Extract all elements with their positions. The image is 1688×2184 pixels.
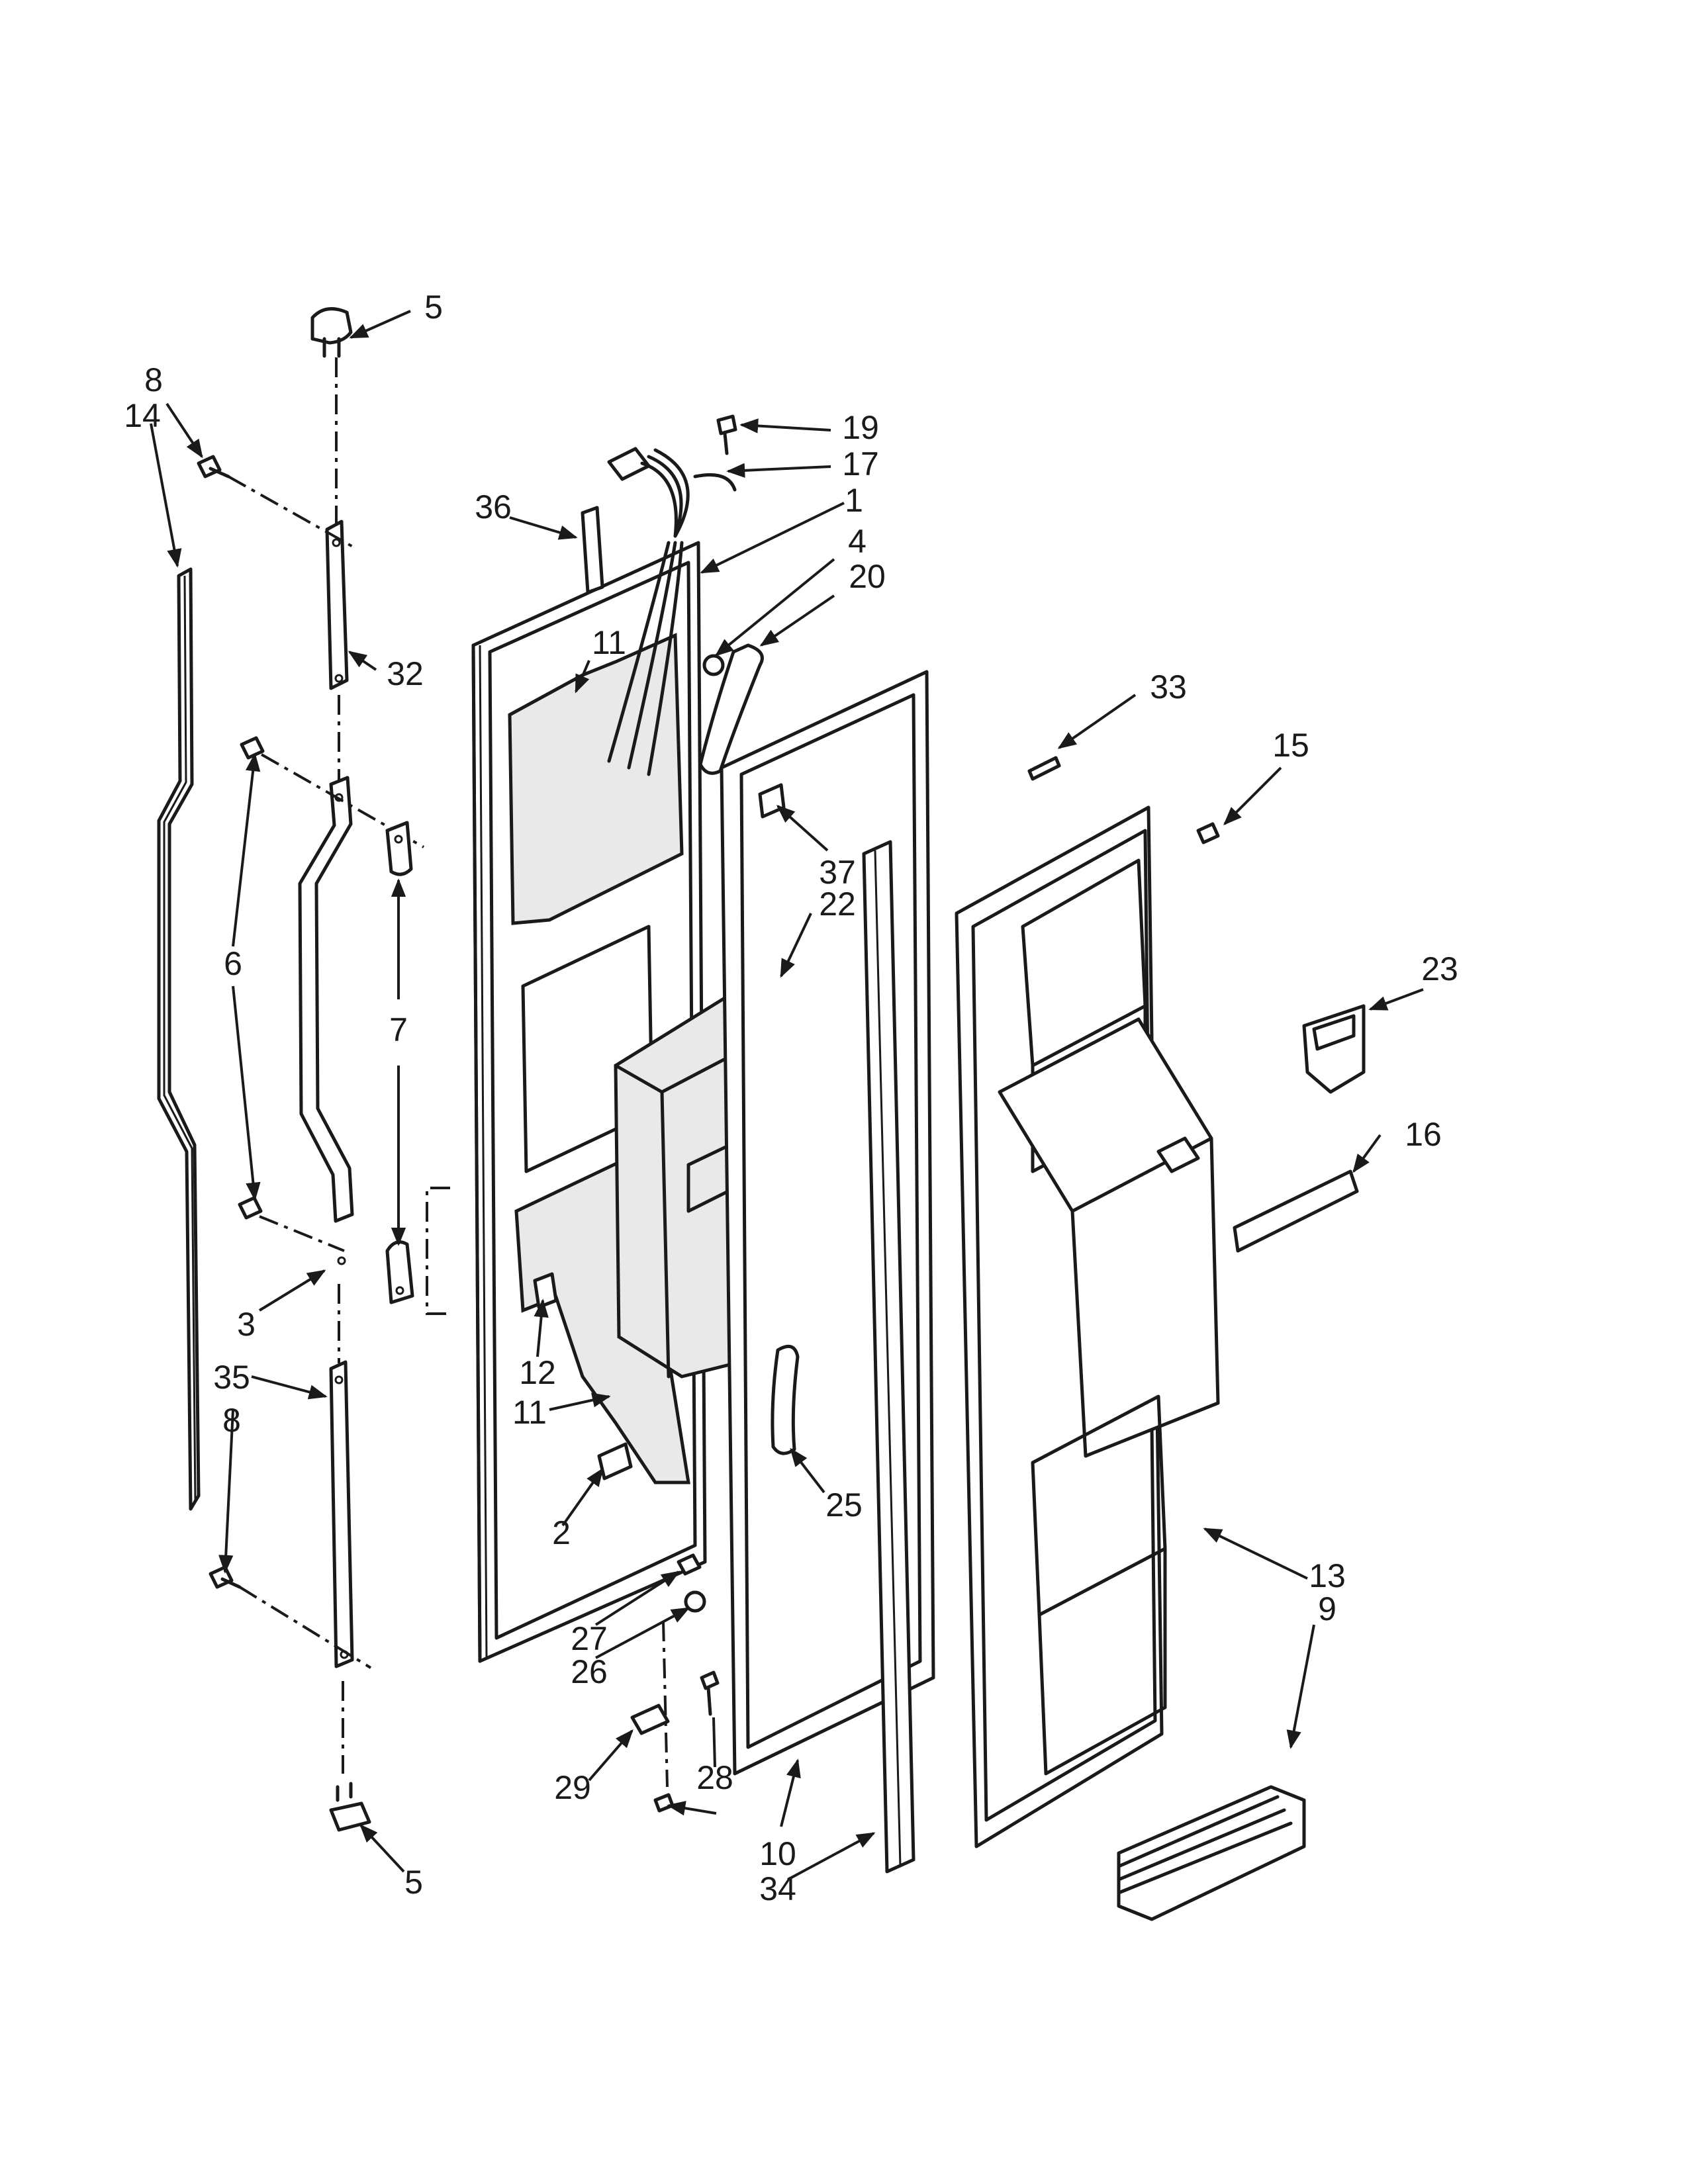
callout-label: 19 [842, 409, 879, 446]
screw-part-28-lower [653, 1793, 675, 1813]
screw-part-upper [197, 455, 230, 478]
callout-label: 37 [819, 854, 856, 891]
callout-label: 7 [389, 1011, 408, 1048]
callout-label: 11 [512, 1394, 547, 1431]
callout-label: 9 [1318, 1590, 1336, 1627]
handle-part [298, 776, 354, 1265]
screw-part-19 [716, 414, 737, 455]
screw-part-15 [1196, 822, 1220, 844]
handle-cap-top [310, 307, 353, 358]
callout-label: 2 [552, 1514, 571, 1551]
shelf-bar-part-9 [1117, 1785, 1306, 1921]
screw-part-28-upper [700, 1670, 720, 1716]
callout-label: 8 [144, 361, 163, 398]
callout-label: 25 [825, 1486, 863, 1524]
callout-label: 13 [1309, 1557, 1346, 1594]
callout-labels: 5 8 14 32 6 7 3 35 8 5 36 19 17 1 4 20 1… [124, 289, 1458, 1907]
callout-label: 11 [592, 624, 626, 661]
wire-harness-part [607, 447, 737, 776]
callout-label: 15 [1272, 727, 1309, 764]
seal-strip-part [862, 840, 915, 1874]
callout-label: 4 [848, 523, 867, 560]
grommet-part-4 [702, 654, 725, 676]
callout-label: 29 [554, 1769, 591, 1806]
handle-cap-bottom [329, 1782, 371, 1832]
callout-label: 5 [424, 289, 443, 326]
bar-part-33 [1027, 756, 1061, 781]
handle-bracket-upper [325, 520, 349, 690]
callout-label: 33 [1150, 668, 1187, 705]
screw-part-6-lower [238, 1196, 345, 1252]
callout-label: 17 [842, 445, 879, 482]
callout-label: 10 [759, 1835, 796, 1872]
callout-label: 12 [519, 1354, 556, 1391]
leader-lines [150, 310, 1424, 1881]
callout-label: 5 [404, 1864, 423, 1901]
callout-label: 32 [387, 655, 424, 692]
handle-trim-part [157, 567, 201, 1511]
chute-part-23 [1302, 1004, 1366, 1094]
handle-bracket-lower [329, 1360, 354, 1668]
callout-label: 6 [224, 945, 242, 982]
callout-label: 34 [759, 1870, 796, 1907]
door-liner-part [955, 805, 1220, 1848]
callout-label: 23 [1421, 950, 1458, 987]
callout-label: 20 [849, 558, 886, 595]
spacer-part-lower [385, 1240, 414, 1304]
callout-label: 35 [213, 1359, 250, 1396]
door-panel-part [471, 506, 707, 1663]
callout-label: 1 [845, 482, 863, 519]
callout-label: 26 [571, 1653, 608, 1690]
hinge-block-part-29 [630, 1704, 670, 1735]
rail-part-16 [1233, 1169, 1359, 1253]
callout-label: 22 [819, 886, 856, 923]
tube-part-25 [771, 1344, 800, 1455]
callout-label: 27 [571, 1620, 608, 1657]
callout-label: 36 [475, 488, 512, 525]
callout-label: 3 [237, 1306, 256, 1343]
callout-label: 14 [124, 397, 161, 434]
callout-label: 28 [696, 1759, 733, 1796]
callout-label: 16 [1405, 1116, 1442, 1153]
callout-label: 8 [222, 1402, 241, 1439]
spacer-part-upper [385, 821, 413, 876]
